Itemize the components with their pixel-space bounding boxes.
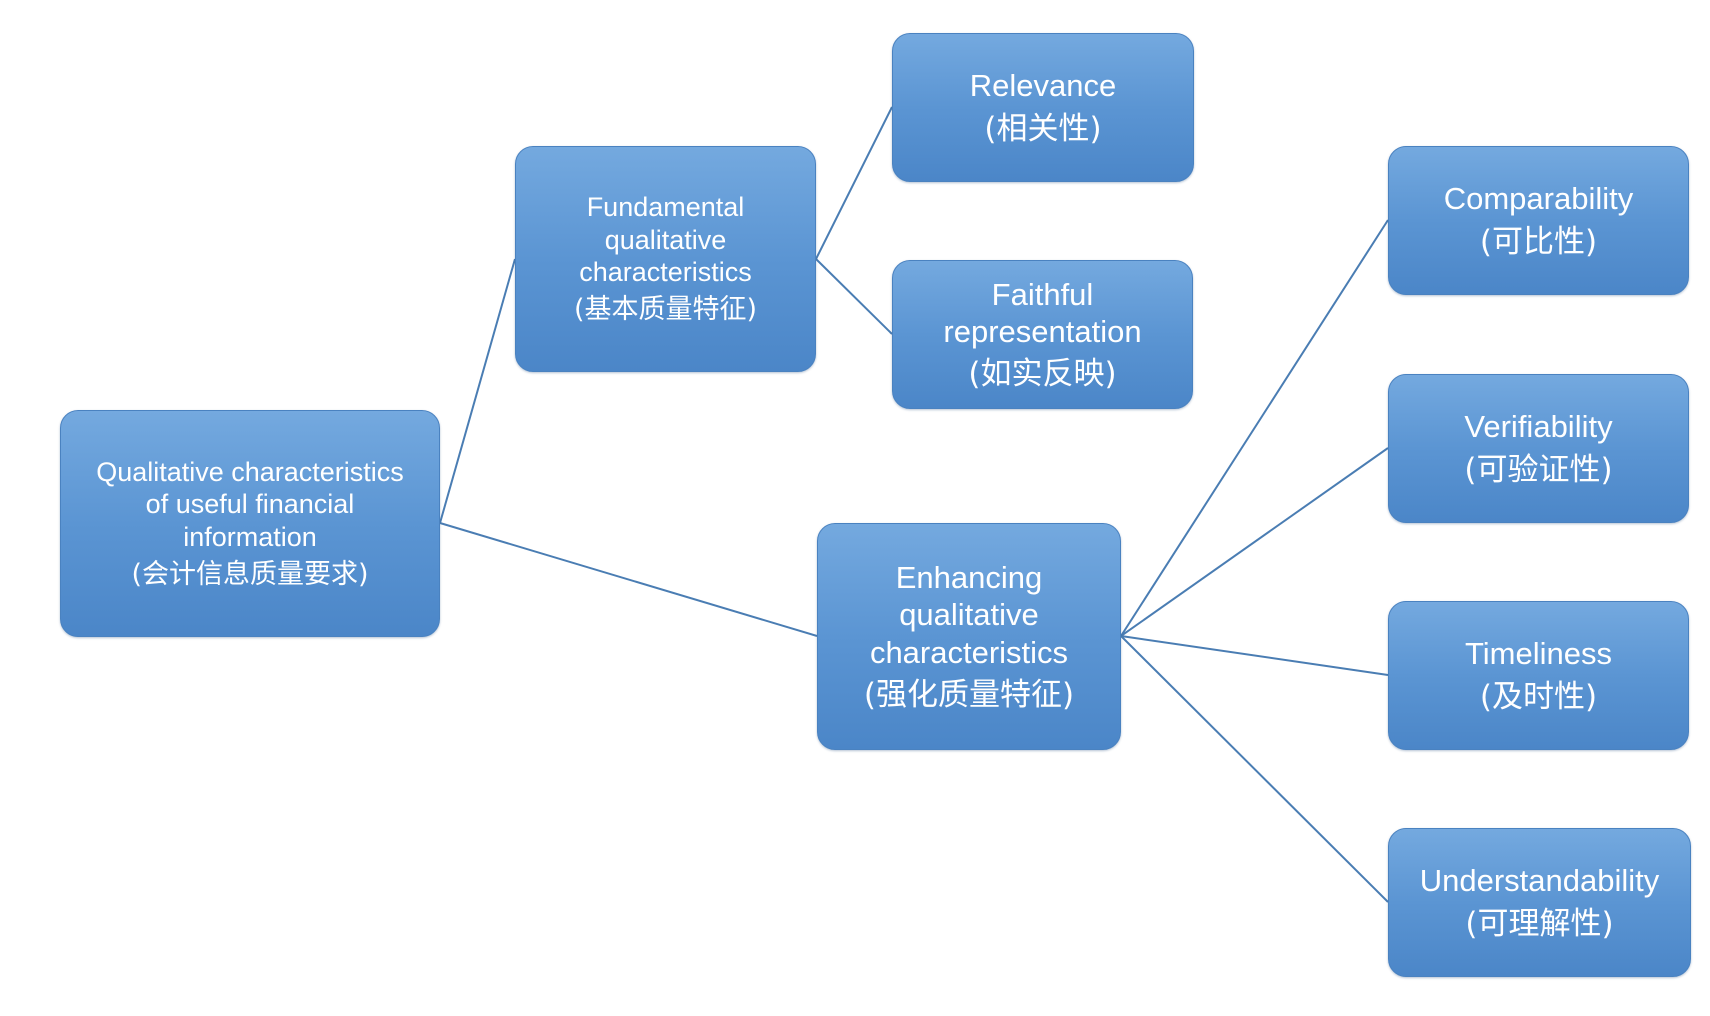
node-root-sublabel: (会计信息质量要求) [131,558,369,590]
connector-enhancing-timeliness [1120,635,1389,676]
node-relevance-label: Relevance [969,68,1117,104]
node-understandability: Understandability (可理解性) [1388,828,1691,977]
node-relevance-sublabel: (相关性) [984,110,1102,147]
node-enhancing-characteristics: Enhancing qualitative characteristics (强… [817,523,1121,750]
node-comparability-label: Comparability [1443,181,1634,217]
node-faithful-label: Faithful representation [943,276,1142,349]
connector-fundamental-faithful [815,258,893,335]
node-enhancing-sublabel: (强化质量特征) [863,676,1075,713]
node-fundamental-label: Fundamental qualitative characteristics [579,192,752,287]
node-verifiability-label: Verifiability [1464,409,1613,445]
node-timeliness: Timeliness (及时性) [1388,601,1689,750]
node-verifiability-sublabel: (可验证性) [1464,451,1613,488]
node-root-qualitative-characteristics: Qualitative characteristics of useful fi… [60,410,440,637]
node-relevance: Relevance (相关性) [892,33,1194,182]
connector-enhancing-understandability [1120,635,1389,903]
node-fundamental-characteristics: Fundamental qualitative characteristics … [515,146,816,372]
node-enhancing-label: Enhancing qualitative characteristics [869,560,1069,670]
node-timeliness-label: Timeliness [1465,636,1612,672]
connector-enhancing-comparability [1120,219,1389,637]
node-fundamental-sublabel: (基本质量特征) [573,294,758,326]
connector-root-enhancing [439,522,818,637]
connector-root-fundamental [439,258,516,524]
node-timeliness-sublabel: (及时性) [1479,678,1598,715]
node-faithful-sublabel: (如实反映) [968,356,1117,393]
connector-enhancing-verifiability [1120,447,1389,637]
node-understandability-label: Understandability [1419,863,1660,899]
node-faithful-representation: Faithful representation (如实反映) [892,260,1193,409]
node-understandability-sublabel: (可理解性) [1465,905,1614,942]
node-comparability: Comparability (可比性) [1388,146,1689,295]
node-comparability-sublabel: (可比性) [1479,223,1598,260]
connector-fundamental-relevance [815,106,893,260]
node-verifiability: Verifiability (可验证性) [1388,374,1689,523]
node-root-label: Qualitative characteristics of useful fi… [96,456,404,552]
